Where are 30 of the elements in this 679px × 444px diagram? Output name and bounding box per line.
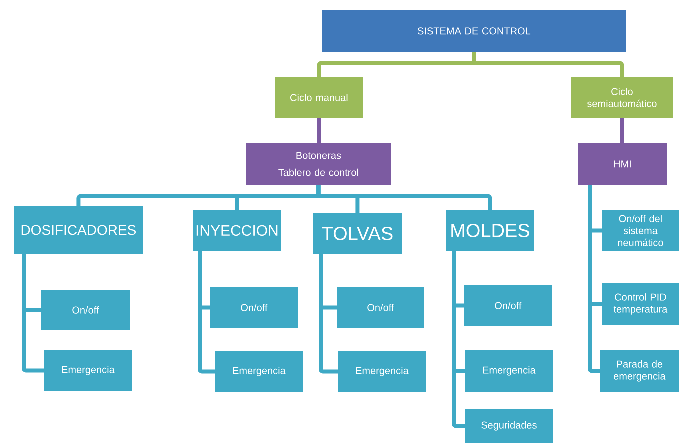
connector bbox=[317, 118, 322, 143]
connector bbox=[316, 185, 492, 210]
category-box: DOSIFICADORES bbox=[14, 206, 144, 254]
item-box: Control PID temperatura bbox=[602, 283, 679, 326]
connector bbox=[620, 118, 624, 143]
connector bbox=[198, 251, 215, 374]
connector bbox=[472, 52, 624, 77]
item-box: Emergencia bbox=[465, 350, 554, 392]
connector bbox=[588, 185, 600, 374]
item-box: On/off bbox=[41, 290, 130, 330]
item-box: On/off bbox=[210, 287, 298, 328]
interface-box: HMI bbox=[578, 143, 668, 186]
item-box: Parada de emergencia bbox=[600, 350, 679, 392]
item-box: On/off del sistema neumático bbox=[602, 210, 679, 252]
category-box: INYECCION bbox=[193, 210, 282, 252]
item-box: On/off bbox=[337, 287, 424, 328]
item-box: Seguridades bbox=[465, 409, 554, 444]
category-box: MOLDES bbox=[446, 210, 534, 252]
item-box: Emergencia bbox=[44, 350, 132, 392]
title-box: SISTEMA DE CONTROL bbox=[322, 10, 626, 52]
connector bbox=[319, 254, 338, 374]
item-box: Emergencia bbox=[338, 351, 426, 392]
mode-box: Ciclo semiautomático bbox=[571, 77, 674, 118]
connector bbox=[22, 254, 44, 373]
category-box: TOLVAS bbox=[313, 213, 402, 254]
interface-box: Botoneras Tablero de control bbox=[246, 143, 392, 186]
connector bbox=[452, 251, 465, 428]
mode-box: Ciclo manual bbox=[275, 77, 364, 118]
item-box: Emergencia bbox=[215, 351, 304, 392]
item-box: On/off bbox=[464, 285, 552, 326]
